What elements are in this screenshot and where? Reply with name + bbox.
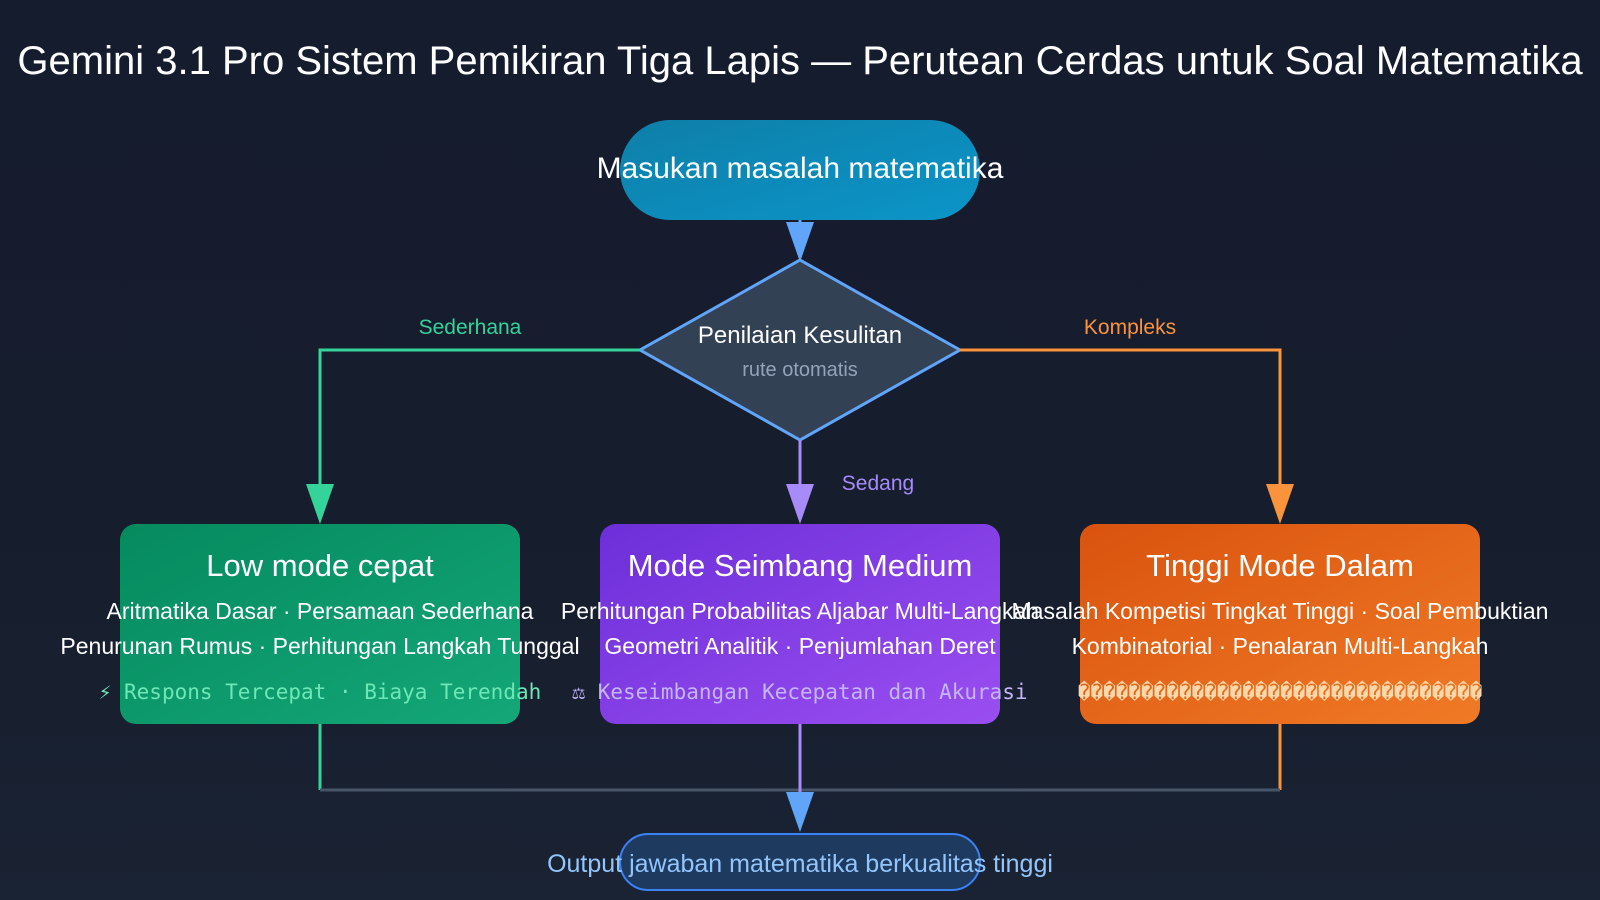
edge-label-medium: Sedang — [842, 472, 914, 495]
mode-high-note: �������������������������������� — [1078, 680, 1483, 704]
arrow-head-to-output — [786, 792, 814, 832]
arrow-head-medium — [786, 484, 814, 524]
mode-low-title: Low mode cepat — [206, 548, 434, 583]
mode-medium-title: Mode Seimbang Medium — [628, 548, 973, 583]
arrow-head-simple — [306, 484, 334, 524]
arrow-head-complex — [1266, 484, 1294, 524]
decision-node-sublabel: rute otomatis — [742, 359, 858, 381]
mode-high-title: Tinggi Mode Dalam — [1146, 548, 1414, 583]
edge-label-simple: Sederhana — [419, 316, 522, 339]
mode-low-note: ⚡ Respons Tercepat · Biaya Terendah — [99, 680, 542, 704]
mode-high-box — [1080, 524, 1480, 724]
mode-medium-note: ⚖ Keseimbangan Kecepatan dan Akurasi — [572, 680, 1027, 704]
edge-label-complex: Kompleks — [1084, 316, 1176, 339]
mode-medium-line1: Perhitungan Probabilitas Aljabar Multi-L… — [561, 598, 1039, 624]
mode-low-box — [120, 524, 520, 724]
input-node — [620, 120, 980, 220]
decision-node — [636, 258, 964, 442]
arrow-head-input-to-decision — [786, 222, 814, 262]
output-node — [619, 833, 981, 891]
mode-low-line1: Aritmatika Dasar · Persamaan Sederhana — [107, 598, 534, 624]
mode-low-line2: Penurunan Rumus · Perhitungan Langkah Tu… — [60, 633, 579, 659]
mode-high-line1: Masalah Kompetisi Tingkat Tinggi · Soal … — [1012, 598, 1549, 624]
mode-medium-box — [600, 524, 1000, 724]
edge-simple — [318, 348, 640, 500]
decision-node-label: Penilaian Kesulitan — [698, 322, 902, 349]
mode-medium-line2: Geometri Analitik · Penjumlahan Deret — [604, 633, 996, 659]
edge-complex — [960, 348, 1282, 500]
output-node-label: Output jawaban matematika berkualitas ti… — [547, 850, 1053, 878]
diagram-title: Gemini 3.1 Pro Sistem Pemikiran Tiga Lap… — [17, 39, 1583, 83]
mode-high-line2: Kombinatorial · Penalaran Multi-Langkah — [1072, 633, 1489, 659]
input-node-label: Masukan masalah matematika — [597, 152, 1004, 185]
